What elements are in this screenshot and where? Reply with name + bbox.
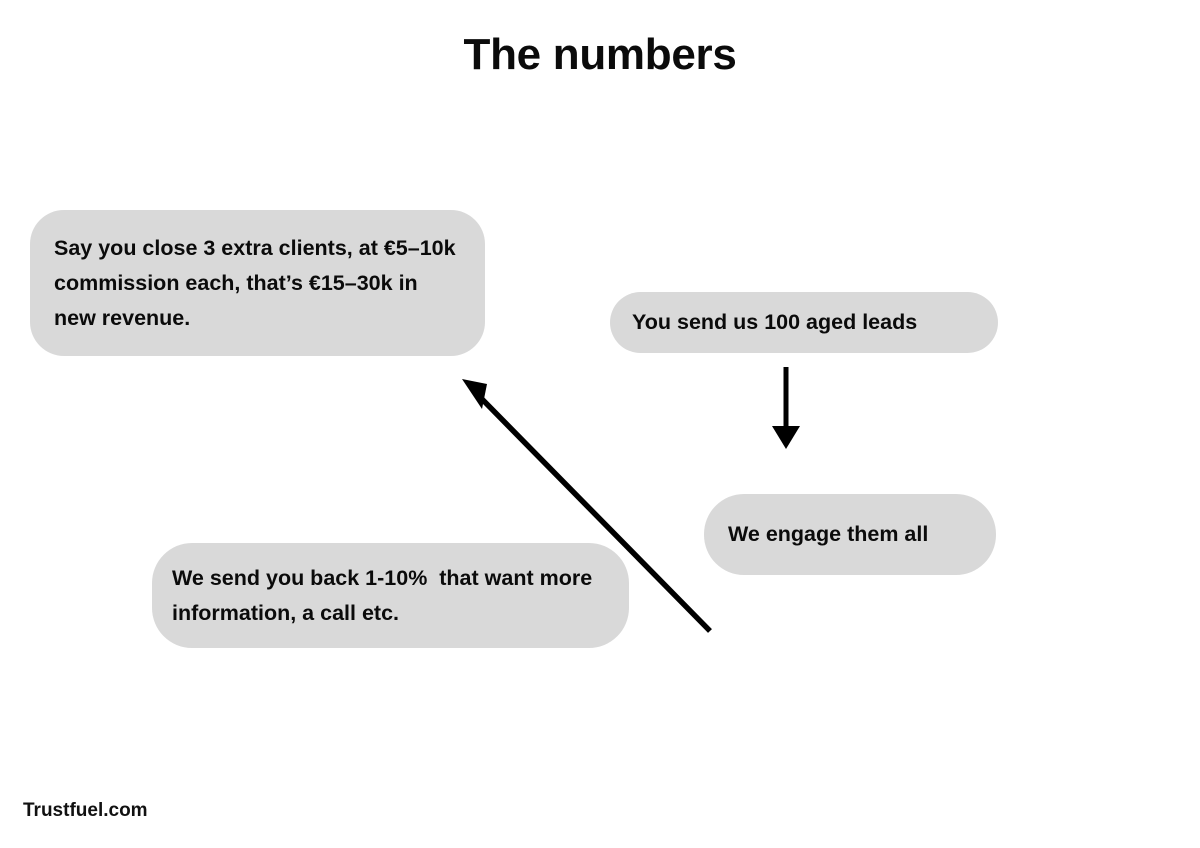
node-send-back: We send you back 1-10% that want more in… [152,543,629,648]
node-send-back-label: We send you back 1-10% that want more in… [172,565,599,625]
node-send-leads-label: You send us 100 aged leads [632,310,918,334]
node-revenue: Say you close 3 extra clients, at €5–10k… [30,210,485,356]
page-title: The numbers [463,30,737,79]
arrow-leads-to-engage [772,367,800,449]
node-send-leads: You send us 100 aged leads [610,292,998,353]
footer-brand: Trustfuel.com [23,800,148,821]
node-revenue-label: Say you close 3 extra clients, at €5–10k… [54,235,462,330]
node-engage: We engage them all [704,494,996,575]
arrow-down-head-icon [772,426,800,449]
node-engage-label: We engage them all [728,522,929,546]
arrow-diagonal-head-icon [462,379,487,409]
